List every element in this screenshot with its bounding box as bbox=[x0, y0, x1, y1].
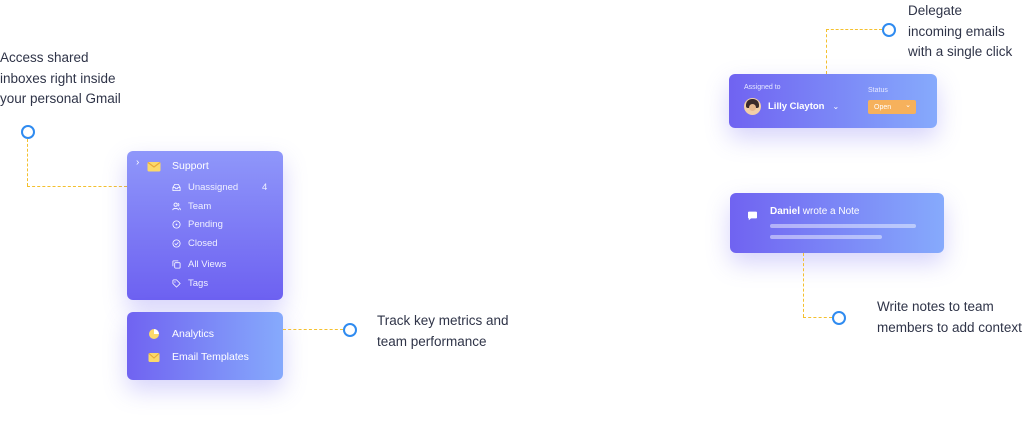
sidebar-item-label: All Views bbox=[188, 259, 227, 270]
extras-card: Analytics Email Templates bbox=[127, 312, 283, 380]
note-text-placeholder bbox=[770, 224, 916, 228]
caption-line: Track key metrics and bbox=[377, 313, 509, 328]
avatar bbox=[744, 98, 761, 115]
caption-notes: Write notes to team members to add conte… bbox=[877, 297, 1022, 338]
pie-chart-icon bbox=[149, 329, 159, 339]
sidebar-item-tags[interactable]: Tags bbox=[172, 278, 208, 289]
connector-line bbox=[803, 253, 804, 317]
assignee-dropdown[interactable]: Lilly Clayton ⌄ bbox=[768, 101, 839, 112]
caption-line: Delegate bbox=[908, 3, 963, 18]
clock-icon bbox=[172, 220, 181, 229]
sidebar-item-team[interactable]: Team bbox=[172, 201, 211, 212]
sidebar-item-closed[interactable]: Closed bbox=[172, 238, 218, 249]
inbox-icon bbox=[172, 183, 181, 192]
note-author: Daniel bbox=[770, 206, 801, 217]
sidebar-item-label: Pending bbox=[188, 219, 223, 230]
caption-line: with a single click bbox=[908, 44, 1013, 59]
connector-line bbox=[283, 329, 343, 330]
caption-line: inboxes right inside bbox=[0, 70, 116, 86]
note-text-placeholder bbox=[770, 235, 882, 239]
connector-dot bbox=[21, 125, 35, 139]
caption-shared-inboxes: Access shared inboxes right inside your … bbox=[0, 48, 121, 110]
connector-line bbox=[803, 317, 832, 318]
sidebar-item-pending[interactable]: Pending bbox=[172, 219, 223, 230]
nav-item-email-templates[interactable]: Email Templates bbox=[148, 351, 249, 363]
status-label: Status bbox=[868, 87, 888, 94]
caption-line: Write notes to team bbox=[877, 299, 994, 314]
tag-icon bbox=[172, 279, 181, 288]
caption-line: team performance bbox=[377, 333, 487, 349]
sidebar-item-label: Tags bbox=[188, 278, 209, 289]
note-headline: Daniel wrote a Note bbox=[770, 206, 860, 217]
inbox-label[interactable]: Support bbox=[172, 160, 209, 172]
caption-metrics: Track key metrics and team performance bbox=[377, 311, 509, 352]
sidebar-item-label: Closed bbox=[188, 238, 218, 249]
comment-icon bbox=[747, 208, 758, 226]
sidebar-item-unassigned[interactable]: Unassigned 4 bbox=[172, 182, 272, 193]
sidebar-card: › Support Unassigned 4 Team Pending Clos… bbox=[127, 151, 283, 300]
sidebar-item-all-views[interactable]: All Views bbox=[172, 259, 226, 270]
copy-icon bbox=[172, 260, 181, 269]
sidebar-item-label: Unassigned bbox=[188, 182, 239, 193]
sidebar-item-label: Team bbox=[188, 201, 212, 212]
chevron-right-icon[interactable]: › bbox=[136, 157, 140, 168]
caption-line: members to add context bbox=[877, 319, 1022, 335]
assigned-label: Assigned to bbox=[744, 84, 781, 91]
nav-item-label: Email Templates bbox=[172, 351, 249, 363]
unassigned-count: 4 bbox=[262, 182, 268, 193]
connector-line bbox=[826, 29, 827, 74]
status-dropdown[interactable]: Open ⌄ bbox=[868, 100, 916, 114]
nav-item-analytics[interactable]: Analytics bbox=[148, 328, 214, 340]
caption-line: Access shared bbox=[0, 50, 89, 65]
connector-line bbox=[27, 186, 127, 187]
users-icon bbox=[172, 202, 181, 211]
envelope-icon bbox=[148, 352, 160, 362]
status-value: Open bbox=[874, 103, 892, 111]
check-circle-icon bbox=[172, 239, 181, 248]
connector-line bbox=[826, 29, 882, 30]
caption-delegate: Delegate incoming emails with a single c… bbox=[908, 1, 1012, 63]
connector-line bbox=[27, 139, 28, 186]
note-card: Daniel wrote a Note bbox=[730, 193, 944, 253]
assignee-name: Lilly Clayton bbox=[768, 101, 825, 112]
mailbox-icon bbox=[147, 159, 161, 177]
connector-dot bbox=[882, 23, 896, 37]
connector-dot bbox=[343, 323, 357, 337]
nav-item-label: Analytics bbox=[172, 328, 215, 340]
chevron-down-icon: ⌄ bbox=[832, 102, 840, 111]
assign-card: Assigned to Lilly Clayton ⌄ Status Open … bbox=[729, 74, 937, 128]
connector-dot bbox=[832, 311, 846, 325]
chevron-down-icon: ⌄ bbox=[905, 102, 911, 109]
caption-line: incoming emails bbox=[908, 23, 1005, 39]
note-action: wrote a Note bbox=[802, 206, 860, 217]
caption-line: your personal Gmail bbox=[0, 91, 121, 106]
